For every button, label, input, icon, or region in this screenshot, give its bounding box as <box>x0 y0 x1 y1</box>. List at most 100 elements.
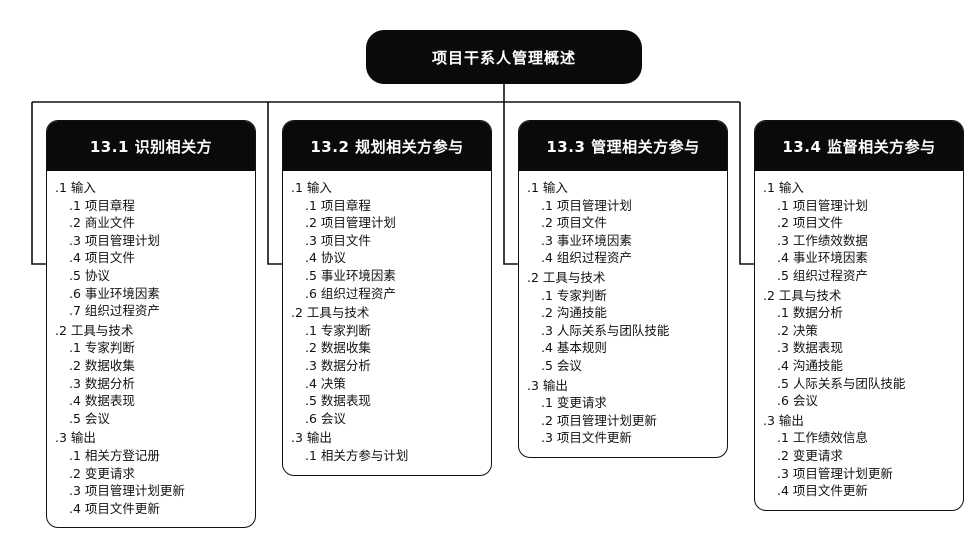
process-header: 13.1 识别相关方 <box>47 121 255 171</box>
list-item: .4 组织过程资产 <box>541 250 632 266</box>
process-card-13-3: 13.3 管理相关方参与 .1 输入 .1 项目管理计划 .2 项目文件 .3 … <box>518 120 728 458</box>
connector-13-3 <box>503 102 518 265</box>
process-title: 13.1 识别相关方 <box>89 137 213 156</box>
group-tools: .2 工具与技术 .1 专家判断 .2 数据收集 .3 数据分析 .4 决策 .… <box>291 304 487 427</box>
list-item: .3 项目文件更新 <box>541 430 632 446</box>
list-item: .1 专家判断 <box>541 287 607 303</box>
list-item: .4 沟通技能 <box>777 357 843 373</box>
process-body: .1 输入 .1 项目章程 .2 商业文件 .3 项目管理计划 .4 项目文件 … <box>47 171 255 527</box>
list-item: .7 组织过程资产 <box>69 303 160 319</box>
list-item: .1 变更请求 <box>541 395 607 411</box>
list-item: .1 专家判断 <box>69 340 135 356</box>
list-item: .6 会议 <box>777 393 818 409</box>
list-item: .4 项目文件更新 <box>69 500 160 516</box>
process-card-13-2: 13.2 规划相关方参与 .1 输入 .1 项目章程 .2 项目管理计划 .3 … <box>282 120 492 476</box>
list-item: .5 会议 <box>69 410 110 426</box>
group-title: .3 输出 <box>55 430 96 446</box>
group-tools: .2 工具与技术 .1 专家判断 .2 数据收集 .3 数据分析 .4 数据表现… <box>55 322 251 428</box>
group-outputs: .3 输出 .1 相关方参与计划 <box>291 429 487 464</box>
list-item: .4 项目文件更新 <box>777 483 868 499</box>
list-item: .4 项目文件 <box>69 250 135 266</box>
list-item: .4 决策 <box>305 375 346 391</box>
list-item: .3 项目文件 <box>305 232 371 248</box>
list-item: .1 项目章程 <box>305 197 371 213</box>
list-item: .5 协议 <box>69 267 110 283</box>
group-title: .1 输入 <box>55 180 96 195</box>
process-header: 13.2 规划相关方参与 <box>283 121 491 171</box>
group-outputs: .3 输出 .1 工作绩效信息 .2 变更请求 .3 项目管理计划更新 .4 项… <box>763 412 959 500</box>
list-item: .2 沟通技能 <box>541 305 607 321</box>
group-inputs: .1 输入 .1 项目管理计划 .2 项目文件 .3 事业环境因素 .4 组织过… <box>527 179 723 267</box>
list-item: .3 事业环境因素 <box>541 232 632 248</box>
process-title: 13.2 规划相关方参与 <box>310 137 464 156</box>
group-inputs: .1 输入 .1 项目章程 .2 项目管理计划 .3 项目文件 .4 协议 .5… <box>291 179 487 302</box>
process-header: 13.3 管理相关方参与 <box>519 121 727 171</box>
list-item: .1 项目管理计划 <box>541 197 632 213</box>
process-header: 13.4 监督相关方参与 <box>755 121 963 171</box>
root-title: 项目干系人管理概述 <box>431 48 576 67</box>
process-title: 13.3 管理相关方参与 <box>546 137 700 156</box>
list-item: .2 变更请求 <box>69 465 135 481</box>
list-item: .2 变更请求 <box>777 447 843 463</box>
list-item: .2 项目文件 <box>777 215 843 231</box>
connector-13-4 <box>739 102 754 265</box>
group-title: .2 工具与技术 <box>291 305 370 321</box>
list-item: .1 数据分析 <box>777 305 843 321</box>
list-item: .5 会议 <box>541 357 582 373</box>
list-item: .2 项目文件 <box>541 215 607 231</box>
list-item: .3 人际关系与团队技能 <box>541 322 670 338</box>
list-item: .1 相关方登记册 <box>69 447 160 463</box>
list-item: .4 基本规则 <box>541 340 607 356</box>
connector-13-1 <box>31 102 46 265</box>
group-title: .2 工具与技术 <box>527 269 606 285</box>
group-title: .3 输出 <box>527 377 568 393</box>
list-item: .1 工作绩效信息 <box>777 430 868 446</box>
group-title: .1 输入 <box>527 180 568 195</box>
list-item: .1 相关方参与计划 <box>305 447 409 463</box>
group-outputs: .3 输出 .1 变更请求 .2 项目管理计划更新 .3 项目文件更新 <box>527 377 723 447</box>
process-title: 13.4 监督相关方参与 <box>782 137 936 156</box>
list-item: .6 事业环境因素 <box>69 285 160 301</box>
group-title: .3 输出 <box>763 412 804 428</box>
list-item: .2 决策 <box>777 322 818 338</box>
list-item: .2 商业文件 <box>69 215 135 231</box>
process-body: .1 输入 .1 项目管理计划 .2 项目文件 .3 事业环境因素 .4 组织过… <box>519 171 727 457</box>
group-title: .1 输入 <box>763 180 804 195</box>
list-item: .5 数据表现 <box>305 393 371 409</box>
list-item: .4 数据表现 <box>69 393 135 409</box>
list-item: .3 项目管理计划 <box>69 232 160 248</box>
list-item: .3 数据表现 <box>777 340 843 356</box>
list-item: .6 会议 <box>305 410 346 426</box>
list-item: .2 数据收集 <box>69 357 135 373</box>
group-inputs: .1 输入 .1 项目管理计划 .2 项目文件 .3 工作绩效数据 .4 事业环… <box>763 179 959 285</box>
list-item: .3 项目管理计划更新 <box>777 465 893 481</box>
group-outputs: .3 输出 .1 相关方登记册 .2 变更请求 .3 项目管理计划更新 .4 项… <box>55 429 251 517</box>
list-item: .3 项目管理计划更新 <box>69 483 185 499</box>
list-item: .3 数据分析 <box>305 357 371 373</box>
list-item: .3 工作绩效数据 <box>777 232 868 248</box>
list-item: .1 专家判断 <box>305 322 371 338</box>
list-item: .2 数据收集 <box>305 340 371 356</box>
list-item: .2 项目管理计划 <box>305 215 396 231</box>
list-item: .6 组织过程资产 <box>305 285 396 301</box>
connector-13-2 <box>267 102 282 265</box>
group-tools: .2 工具与技术 .1 专家判断 .2 沟通技能 .3 人际关系与团队技能 .4… <box>527 269 723 375</box>
list-item: .3 数据分析 <box>69 375 135 391</box>
group-title: .1 输入 <box>291 180 332 195</box>
process-body: .1 输入 .1 项目管理计划 .2 项目文件 .3 工作绩效数据 .4 事业环… <box>755 171 963 510</box>
list-item: .5 组织过程资产 <box>777 267 868 283</box>
process-body: .1 输入 .1 项目章程 .2 项目管理计划 .3 项目文件 .4 协议 .5… <box>283 171 491 475</box>
list-item: .1 项目章程 <box>69 197 135 213</box>
list-item: .2 项目管理计划更新 <box>541 412 657 428</box>
list-item: .1 项目管理计划 <box>777 197 868 213</box>
list-item: .4 协议 <box>305 250 346 266</box>
group-inputs: .1 输入 .1 项目章程 .2 商业文件 .3 项目管理计划 .4 项目文件 … <box>55 179 251 320</box>
list-item: .5 人际关系与团队技能 <box>777 375 906 391</box>
group-tools: .2 工具与技术 .1 数据分析 .2 决策 .3 数据表现 .4 沟通技能 .… <box>763 287 959 410</box>
group-title: .2 工具与技术 <box>763 287 842 303</box>
group-title: .2 工具与技术 <box>55 322 134 338</box>
list-item: .4 事业环境因素 <box>777 250 868 266</box>
list-item: .5 事业环境因素 <box>305 267 396 283</box>
process-card-13-1: 13.1 识别相关方 .1 输入 .1 项目章程 .2 商业文件 .3 项目管理… <box>46 120 256 529</box>
